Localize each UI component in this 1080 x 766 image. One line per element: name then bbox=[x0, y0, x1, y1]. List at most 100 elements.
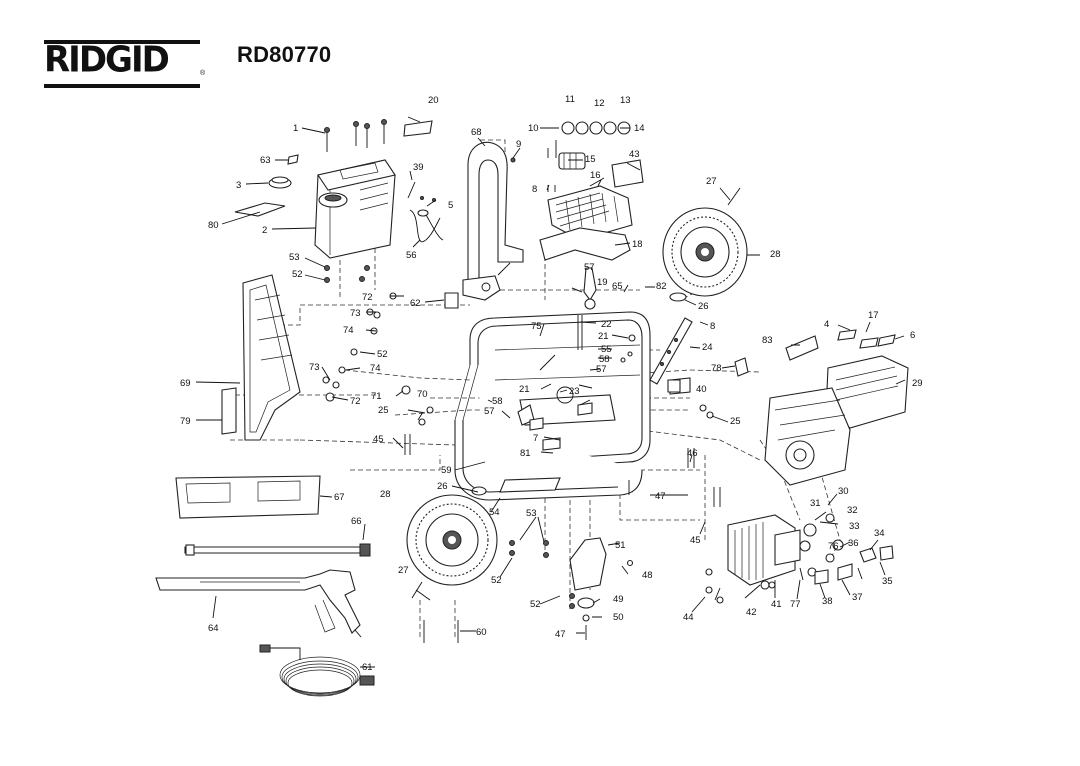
rail-24 bbox=[649, 317, 693, 385]
callout-47b: 47 bbox=[555, 629, 566, 640]
callout-42: 42 bbox=[746, 607, 757, 618]
callout-16: 16 bbox=[590, 170, 601, 181]
callout-60: 60 bbox=[476, 627, 487, 638]
callout-69: 69 bbox=[180, 378, 191, 389]
callout-58a: 58 bbox=[599, 354, 610, 365]
logo-bar-top bbox=[44, 40, 200, 44]
callout-61: 61 bbox=[362, 662, 373, 673]
callout-57b: 57 bbox=[596, 364, 607, 375]
ridgid-logo: RIDGID ® bbox=[44, 39, 205, 90]
callout-33: 33 bbox=[849, 521, 860, 532]
callout-23: 23 bbox=[569, 386, 580, 397]
fuel-line-parts bbox=[407, 181, 444, 243]
callout-3: 3 bbox=[236, 180, 241, 191]
callout-63: 63 bbox=[260, 155, 271, 166]
hose-61 bbox=[259, 644, 375, 697]
callout-14: 14 bbox=[634, 123, 645, 134]
callout-12: 12 bbox=[594, 98, 605, 109]
callout-15: 15 bbox=[585, 154, 596, 165]
shroud-assembly bbox=[539, 152, 644, 261]
pump-assembly bbox=[705, 513, 894, 604]
callout-45b: 45 bbox=[690, 535, 701, 546]
callout-4: 4 bbox=[824, 319, 829, 330]
callout-17: 17 bbox=[868, 310, 879, 321]
callout-18: 18 bbox=[632, 239, 643, 250]
callout-64: 64 bbox=[208, 623, 219, 634]
callout-57c: 57 bbox=[484, 406, 495, 417]
fuel-tank-assembly bbox=[234, 119, 433, 283]
callout-21: 21 bbox=[598, 331, 609, 342]
callout-labels: 1 2 3 5 6 7 8 9 10 11 12 13 14 15 16 17 … bbox=[180, 94, 923, 673]
callout-20: 20 bbox=[428, 95, 439, 106]
callout-74a: 74 bbox=[343, 325, 354, 336]
callout-71: 71 bbox=[371, 391, 382, 402]
callout-54: 54 bbox=[489, 507, 500, 518]
callout-5: 5 bbox=[448, 200, 453, 211]
valve-knobs bbox=[510, 121, 631, 192]
callout-37: 37 bbox=[852, 592, 863, 603]
callout-9: 9 bbox=[516, 139, 521, 150]
callout-73b: 73 bbox=[309, 362, 320, 373]
callout-58b: 58 bbox=[492, 396, 503, 407]
callout-53b: 53 bbox=[526, 508, 537, 519]
callout-67: 67 bbox=[334, 492, 345, 503]
callout-62: 62 bbox=[410, 298, 421, 309]
spray-wand-66 bbox=[184, 543, 371, 557]
callout-39: 39 bbox=[413, 162, 424, 173]
callout-44: 44 bbox=[683, 612, 694, 623]
callout-25: 25 bbox=[730, 416, 741, 427]
logo-wordmark: RIDGID bbox=[44, 39, 170, 81]
callout-27b: 27 bbox=[398, 565, 409, 576]
accessory-tray-67 bbox=[175, 475, 321, 519]
callout-27: 27 bbox=[706, 176, 717, 187]
callout-53a: 53 bbox=[289, 252, 300, 263]
callout-46: 46 bbox=[687, 448, 698, 459]
callout-47a: 47 bbox=[655, 491, 666, 502]
callout-7: 7 bbox=[533, 433, 538, 444]
callout-26: 26 bbox=[698, 301, 709, 312]
callout-79: 79 bbox=[180, 416, 191, 427]
handle-assembly bbox=[462, 141, 524, 301]
callout-55: 55 bbox=[601, 344, 612, 355]
callout-70: 70 bbox=[417, 389, 428, 400]
callout-52c: 52 bbox=[491, 575, 502, 586]
callout-24: 24 bbox=[702, 342, 713, 353]
callout-8b: 8 bbox=[532, 184, 537, 195]
engine-assembly bbox=[669, 329, 909, 486]
header: RIDGID ® RD80770 bbox=[0, 0, 1080, 100]
callout-36: 36 bbox=[848, 538, 859, 549]
callout-52a: 52 bbox=[292, 269, 303, 280]
rear-wheel-bottom bbox=[406, 486, 498, 601]
callout-22: 22 bbox=[601, 319, 612, 330]
callout-40: 40 bbox=[696, 384, 707, 395]
callout-77: 77 bbox=[790, 599, 801, 610]
callout-43: 43 bbox=[629, 149, 640, 160]
callout-51: 51 bbox=[615, 540, 626, 551]
callout-80: 80 bbox=[208, 220, 219, 231]
callout-72a: 72 bbox=[362, 292, 373, 303]
callout-52d: 52 bbox=[530, 599, 541, 610]
callout-75: 75 bbox=[531, 321, 542, 332]
callout-76: 76 bbox=[828, 541, 839, 552]
callout-1: 1 bbox=[293, 123, 298, 134]
callout-66: 66 bbox=[351, 516, 362, 527]
callout-56: 56 bbox=[406, 250, 417, 261]
logo-bar-bottom bbox=[44, 84, 200, 88]
callout-29: 29 bbox=[912, 378, 923, 389]
callout-11: 11 bbox=[565, 94, 575, 105]
frame-assembly bbox=[454, 311, 651, 501]
callout-50: 50 bbox=[613, 612, 624, 623]
callout-26b: 26 bbox=[437, 481, 448, 492]
callout-31: 31 bbox=[810, 498, 821, 509]
callout-78: 78 bbox=[711, 363, 722, 374]
callout-25b: 25 bbox=[378, 405, 389, 416]
callout-68: 68 bbox=[471, 127, 482, 138]
callout-48: 48 bbox=[642, 570, 653, 581]
control-panel-69 bbox=[221, 274, 301, 441]
callout-21b: 21 bbox=[519, 384, 530, 395]
callout-leaders bbox=[195, 116, 906, 668]
callout-52b: 52 bbox=[377, 349, 388, 360]
callout-74b: 74 bbox=[370, 363, 381, 374]
callout-59: 59 bbox=[441, 465, 452, 476]
callout-38: 38 bbox=[822, 596, 833, 607]
